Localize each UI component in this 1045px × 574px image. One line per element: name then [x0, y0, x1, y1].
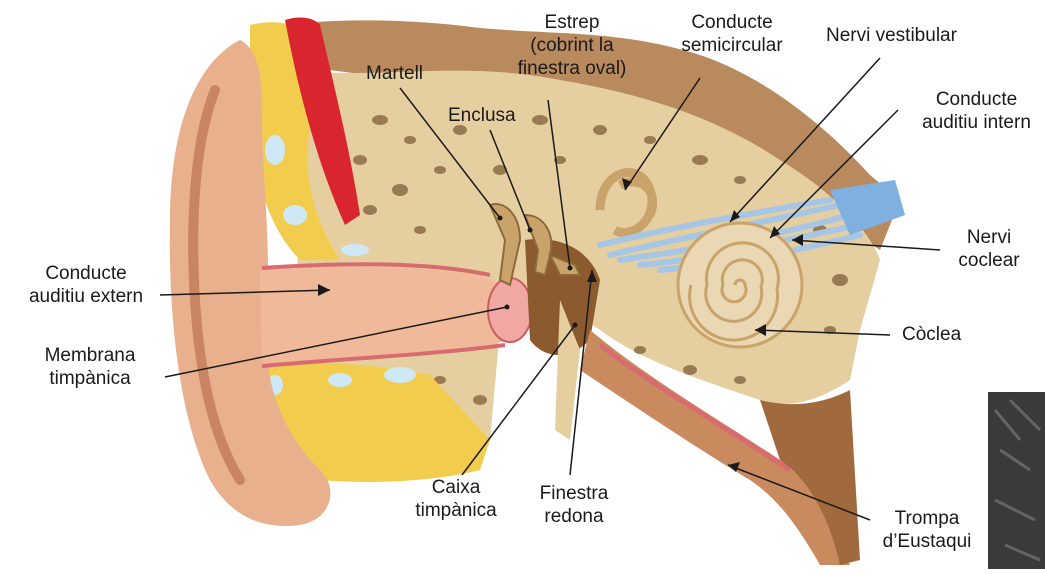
label-conducte-auditiu-intern: Conducte auditiu intern — [910, 88, 1043, 134]
label-trompa-line1: Trompa — [872, 507, 982, 530]
label-trompa-line2: d’Eustaqui — [872, 530, 982, 553]
label-martell-text: Martell — [366, 62, 423, 85]
label-estrep-line3: finestra oval) — [508, 57, 636, 80]
label-enclusa-text: Enclusa — [448, 104, 516, 127]
label-membrana-line1: Membrana — [30, 344, 150, 367]
label-membrana-line2: timpànica — [30, 367, 150, 390]
label-auditiu-intern-line1: Conducte — [910, 88, 1043, 111]
label-coclea: Còclea — [902, 323, 961, 346]
label-nervi-vestibular: Nervi vestibular — [826, 24, 957, 47]
label-membrana-timpanica: Membrana timpànica — [30, 344, 150, 390]
label-conducte-auditiu-extern: Conducte auditiu extern — [14, 262, 158, 308]
label-coclea-text: Còclea — [902, 323, 961, 346]
label-estrep-line1: Estrep — [508, 11, 636, 34]
label-nervi-coclear: Nervi coclear — [944, 226, 1034, 272]
label-nervi-coclear-line1: Nervi — [944, 226, 1034, 249]
label-trompa: Trompa d’Eustaqui — [872, 507, 982, 553]
label-finestra-redona: Finestra redona — [526, 482, 622, 528]
label-auditiu-extern-line2: auditiu extern — [14, 285, 158, 308]
label-enclusa: Enclusa — [448, 104, 516, 127]
label-estrep: Estrep (cobrint la finestra oval) — [508, 11, 636, 80]
label-caixa-line2: timpànica — [406, 499, 506, 522]
label-caixa-timpanica: Caixa timpànica — [406, 476, 506, 522]
label-caixa-line1: Caixa — [406, 476, 506, 499]
label-martell: Martell — [366, 62, 423, 85]
label-conducte-semicircular: Conducte semicircular — [664, 11, 800, 57]
label-finestra-line2: redona — [526, 505, 622, 528]
label-estrep-line2: (cobrint la — [508, 34, 636, 57]
label-semicircular-line1: Conducte — [664, 11, 800, 34]
label-auditiu-extern-line1: Conducte — [14, 262, 158, 285]
label-semicircular-line2: semicircular — [664, 34, 800, 57]
label-nervi-coclear-line2: coclear — [944, 249, 1034, 272]
label-auditiu-intern-line2: auditiu intern — [910, 111, 1043, 134]
label-finestra-line1: Finestra — [526, 482, 622, 505]
corner-photo — [988, 392, 1045, 569]
label-nervi-vestibular-text: Nervi vestibular — [826, 24, 957, 47]
